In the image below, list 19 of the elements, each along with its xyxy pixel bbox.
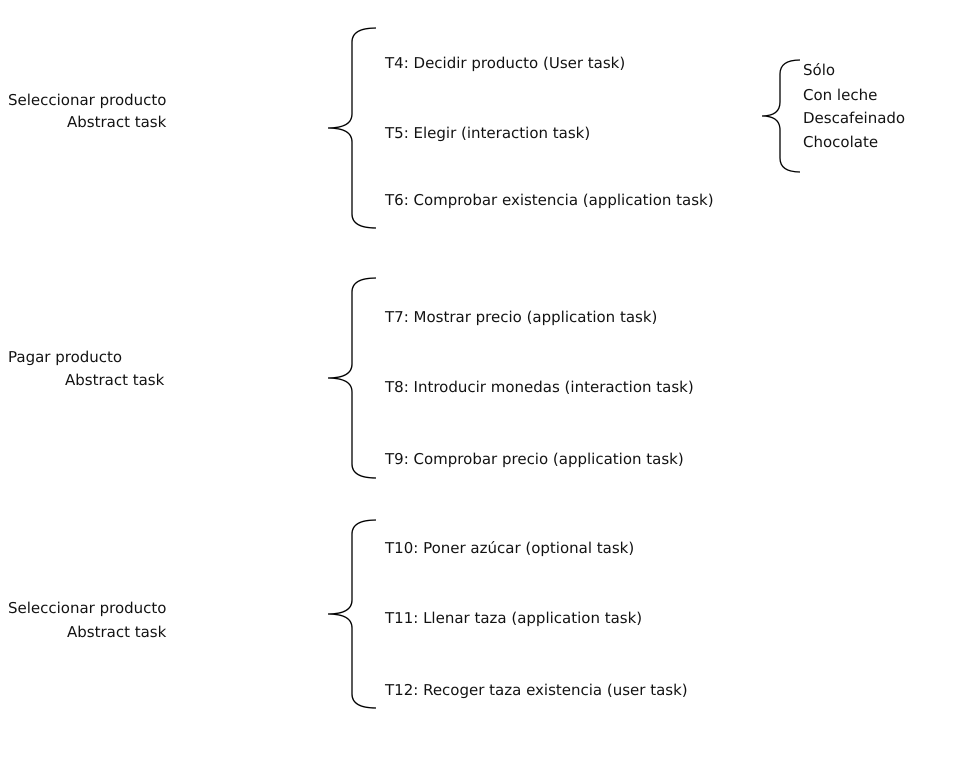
option-label: Con leche — [803, 85, 878, 105]
task-label: T10: Poner azúcar (optional task) — [385, 538, 634, 558]
group-label: Seleccionar producto — [8, 90, 166, 110]
option-label: Chocolate — [803, 132, 878, 152]
task-label: T7: Mostrar precio (application task) — [385, 307, 658, 327]
group-label: Abstract task — [65, 370, 164, 390]
group-label: Pagar producto — [8, 347, 122, 367]
option-label: Descafeinado — [803, 108, 906, 128]
task-label: T12: Recoger taza existencia (user task) — [385, 680, 688, 700]
group-label: Abstract task — [67, 622, 166, 642]
task-label: T9: Comprobar precio (application task) — [385, 449, 684, 469]
group-label: Abstract task — [67, 112, 166, 132]
task-label: T4: Decidir producto (User task) — [385, 53, 626, 73]
option-label: Sólo — [803, 60, 836, 80]
group-label: Seleccionar producto — [8, 598, 166, 618]
task-label: T8: Introducir monedas (interaction task) — [385, 377, 694, 397]
task-label: T5: Elegir (interaction task) — [385, 123, 590, 143]
task-label: T11: Llenar taza (application task) — [385, 608, 642, 628]
task-label: T6: Comprobar existencia (application task) — [385, 190, 714, 210]
